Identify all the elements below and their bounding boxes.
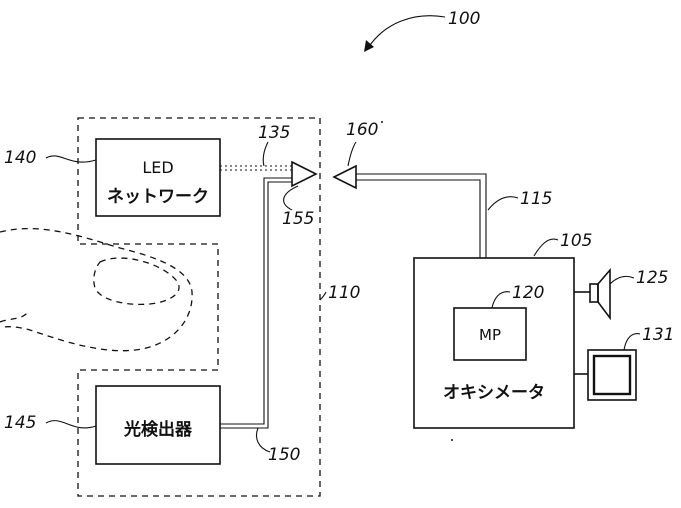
ref-131: 131 — [642, 325, 674, 345]
leader-115 — [488, 197, 518, 210]
ref-110: 110 — [328, 283, 360, 303]
ref-120: 120 — [512, 283, 544, 303]
ref-125: 125 — [636, 268, 668, 288]
ref-150: 150 — [268, 445, 300, 465]
speck — [451, 439, 453, 441]
ref-155: 155 — [282, 209, 314, 229]
finger-outline — [0, 229, 192, 351]
leader-120 — [492, 292, 510, 308]
speck — [381, 121, 383, 123]
photodetector-label: 光検出器 — [123, 419, 193, 440]
ref-135: 135 — [258, 123, 290, 143]
ref-160: 160 — [346, 120, 378, 140]
ref-100: 100 — [448, 9, 480, 29]
leader-145 — [46, 421, 96, 428]
ref-140: 140 — [4, 148, 36, 168]
leader-105 — [534, 239, 558, 256]
led-label: LED — [142, 158, 173, 177]
speaker-icon — [598, 270, 610, 318]
ref-105: 105 — [560, 231, 592, 251]
sensor-enclosure — [78, 118, 320, 496]
mp-label: MP — [479, 326, 501, 344]
cable-connector — [334, 166, 356, 188]
leader-155 — [284, 186, 298, 210]
leader-131 — [624, 334, 640, 350]
leader-160 — [348, 142, 356, 166]
leader-135 — [263, 142, 268, 166]
finger-fold — [0, 312, 28, 322]
oximeter-label: オキシメータ — [443, 383, 545, 403]
ref-115: 115 — [520, 189, 552, 209]
fingernail-outline — [94, 258, 179, 304]
sensor-connector — [292, 162, 316, 186]
cable-wire-b — [356, 180, 480, 258]
leader-125 — [610, 276, 634, 284]
cable-wire-a — [356, 174, 486, 258]
arrow-100 — [368, 16, 445, 48]
leader-110 — [320, 292, 326, 300]
speaker-body — [590, 284, 598, 302]
led-network-label: ネットワーク — [107, 187, 209, 207]
leader-140 — [46, 156, 96, 162]
display-screen-icon — [594, 356, 630, 394]
display-frame — [588, 350, 636, 400]
ref-145: 145 — [4, 413, 36, 433]
